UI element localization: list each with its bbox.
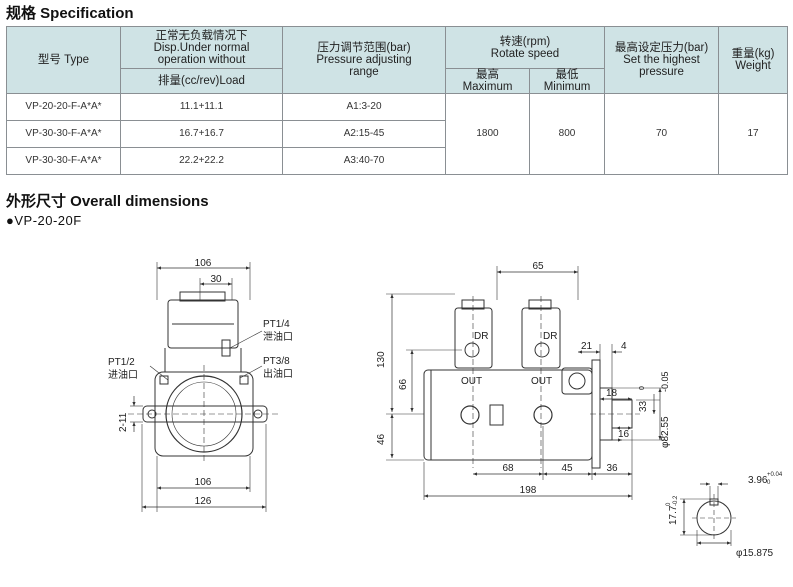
header-speed-en: Rotate speed bbox=[490, 47, 560, 60]
front-view bbox=[128, 262, 278, 512]
header-pressure-cn: 压力调节范围(bar) bbox=[317, 42, 411, 54]
header-setpress-en1: Set the highest bbox=[623, 54, 700, 66]
header-disp-cn: 正常无负载情况下 bbox=[155, 29, 248, 42]
front-dim-126: 126 bbox=[195, 496, 212, 507]
header-max: 最高 Maximum bbox=[445, 68, 530, 94]
cell-weight: 17 bbox=[718, 93, 789, 175]
shaft-detail bbox=[680, 482, 736, 546]
side-dim-66: 66 bbox=[398, 378, 409, 390]
key-width-tol-upper: +0.04 bbox=[767, 472, 783, 478]
cell-disp: 11.1+11.1 bbox=[120, 93, 283, 121]
key-width: 3.96 bbox=[748, 475, 768, 486]
side-dim-46: 46 bbox=[376, 433, 387, 445]
side-dim-tol-upper: 0 bbox=[639, 386, 646, 390]
drain-port-name: 泄油口 bbox=[263, 330, 293, 343]
header-min-cn: 最低 bbox=[555, 69, 579, 81]
side-dim-198: 198 bbox=[520, 485, 537, 496]
side-dim-68: 68 bbox=[502, 463, 514, 474]
header-disp-unit: 排量(cc/rev)Load bbox=[120, 68, 283, 94]
header-pressure-en1: Pressure adjusting bbox=[316, 54, 412, 66]
side-dim-130: 130 bbox=[376, 351, 387, 368]
table-row: VP-20-20-F-A*A* 11.1+11.1 A1:3-20 1800 8… bbox=[6, 93, 789, 175]
table-subheader-row: 排量(cc/rev)Load 最高 Maximum 最低 Minimum bbox=[7, 68, 788, 94]
front-dim-30: 30 bbox=[210, 274, 222, 285]
spec-table: 型号 Type 正常无负载情况下 Disp.Under normal opera… bbox=[6, 26, 789, 175]
dr-label-right: DR bbox=[543, 331, 557, 342]
side-dim-18: 18 bbox=[606, 388, 618, 399]
side-dim-33: 33 bbox=[638, 400, 649, 412]
shaft-height-tol-lower: -0.2 bbox=[673, 495, 679, 506]
side-dim-21: 21 bbox=[581, 341, 593, 352]
header-weight-en: Weight bbox=[735, 60, 771, 72]
side-dim-45: 45 bbox=[561, 463, 573, 474]
side-dim-16: 16 bbox=[618, 429, 630, 440]
dimensions-heading: 外形尺寸 Overall dimensions bbox=[6, 193, 209, 210]
inlet-port-size: PT1/2 bbox=[108, 357, 135, 368]
cell-max-speed: 1800 bbox=[445, 93, 530, 175]
header-weight-cn: 重量(kg) bbox=[731, 48, 775, 60]
outlet-port-size: PT3/8 bbox=[263, 356, 290, 367]
front-dim-106-top: 106 bbox=[195, 258, 212, 269]
shaft-diameter: φ15.875 bbox=[736, 548, 774, 559]
header-pressure-range: 压力调节范围(bar) Pressure adjusting range bbox=[282, 26, 446, 94]
header-setpress-cn: 最高设定压力(bar) bbox=[614, 42, 709, 54]
side-dim-36: 36 bbox=[606, 463, 618, 474]
header-disp-en2: operation without bbox=[157, 53, 246, 66]
table-header-row: 型号 Type 正常无负载情况下 Disp.Under normal opera… bbox=[6, 26, 789, 94]
drain-port-size: PT1/4 bbox=[263, 319, 290, 330]
table-row: VP-30-30-F-A*A* 22.2+22.2 A3:40-70 bbox=[6, 147, 788, 175]
side-dim-4: 4 bbox=[621, 341, 627, 352]
front-dim-106-bottom: 106 bbox=[195, 477, 212, 488]
out-label-right: OUT bbox=[531, 376, 552, 387]
inlet-port-name: 进油口 bbox=[108, 368, 138, 381]
side-view bbox=[386, 266, 666, 500]
header-setpress-en2: pressure bbox=[639, 66, 684, 78]
header-set-pressure: 最高设定压力(bar) Set the highest pressure bbox=[604, 26, 720, 94]
header-max-cn: 最高 bbox=[476, 69, 499, 81]
shaft-height-tol-upper: 0 bbox=[666, 502, 672, 506]
header-rotate-speed: 转速(rpm) Rotate speed bbox=[444, 26, 606, 69]
header-min-en: Minimum bbox=[543, 81, 591, 93]
model-label: ●VP-20-20F bbox=[6, 213, 82, 228]
cell-disp: 22.2+22.2 bbox=[120, 147, 283, 175]
cell-type: VP-30-30-F-A*A* bbox=[6, 147, 121, 175]
key-width-tol-lower: 0 bbox=[767, 480, 771, 486]
front-dim-2-11: 2-11 bbox=[118, 412, 129, 432]
side-dim-65: 65 bbox=[532, 261, 544, 272]
header-disp-en1: Disp.Under normal bbox=[153, 41, 250, 54]
cell-pressure: A3:40-70 bbox=[282, 147, 446, 175]
out-label-left: OUT bbox=[461, 376, 482, 387]
cell-min-speed: 800 bbox=[528, 93, 606, 175]
side-dim-82: φ82.55 bbox=[660, 416, 671, 448]
shaft-height: 17.7 bbox=[668, 505, 679, 525]
header-weight: 重量(kg) Weight bbox=[718, 26, 789, 94]
side-dim-tol-lower: -0.05 bbox=[660, 371, 670, 392]
header-speed-cn: 转速(rpm) bbox=[499, 35, 551, 48]
header-max-en: Maximum bbox=[462, 81, 513, 93]
outlet-port-name: 出油口 bbox=[263, 367, 293, 380]
header-displacement: 正常无负载情况下 Disp.Under normal operation wit… bbox=[120, 26, 283, 69]
spec-heading: 规格 Specification bbox=[6, 5, 134, 22]
dr-label-left: DR bbox=[474, 331, 488, 342]
header-pressure-en2: range bbox=[349, 66, 379, 78]
header-min: 最低 Minimum bbox=[528, 68, 606, 94]
